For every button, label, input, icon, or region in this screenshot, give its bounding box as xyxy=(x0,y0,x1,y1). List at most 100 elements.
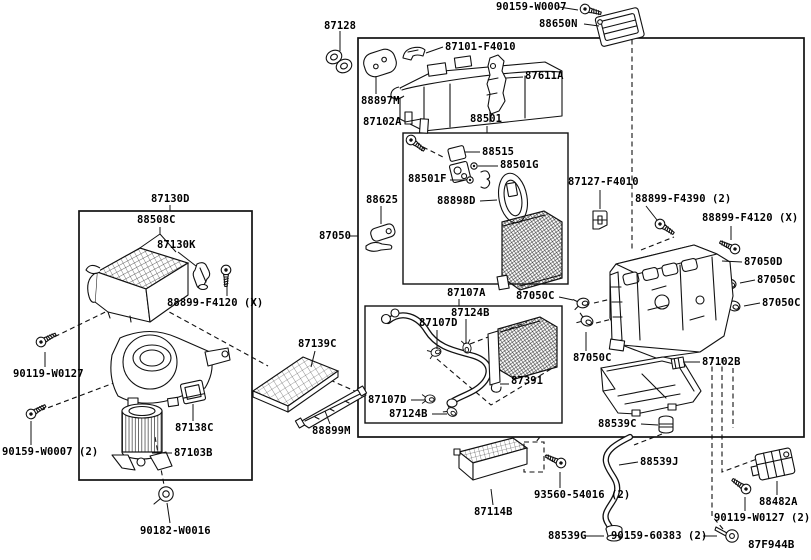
clamp-87050c-3 xyxy=(572,296,591,311)
grommet-88501g xyxy=(470,162,478,170)
assembly-dashed-lines xyxy=(41,14,758,530)
bracket-87127-f4010 xyxy=(592,210,608,230)
clamp-87107d-bottom xyxy=(421,394,436,404)
part-label-88482a: 88482A xyxy=(759,496,798,508)
screw-90159-w0007 xyxy=(578,2,603,19)
part-label-90159-w0007-2: 90159-W0007 (2) xyxy=(2,446,99,458)
clip-87101-f4010 xyxy=(402,46,426,61)
part-label-93560-54016: 93560-54016 (2) xyxy=(534,489,631,501)
grommet-90182-w0016 xyxy=(153,486,174,505)
part-label-87391: 87391 xyxy=(511,375,544,387)
resistor-87138c xyxy=(179,379,207,405)
part-label-87107a: 87107A xyxy=(447,287,486,299)
part-label-90119-w0127: 90119-W0127 xyxy=(13,368,84,380)
part-label-87050c-4: 87050C xyxy=(573,352,612,364)
grommet-87128 xyxy=(325,49,353,74)
part-label-87102a: 87102A xyxy=(363,116,402,128)
pipe-sub-box xyxy=(364,305,563,424)
heater-pipes-87107a xyxy=(380,308,492,408)
part-label-87124b-bottom: 87124B xyxy=(389,408,428,420)
grommet-88501f xyxy=(466,176,474,184)
packing-88898d xyxy=(497,172,529,224)
blower-case xyxy=(110,330,231,408)
clip-87130k xyxy=(192,262,211,291)
part-label-87130k: 87130K xyxy=(157,239,196,251)
part-label-88650n: 88650N xyxy=(539,18,578,30)
part-label-88625: 88625 xyxy=(366,194,399,206)
drain-hose-88539j xyxy=(602,433,634,531)
screw-93560-54016 xyxy=(543,451,568,470)
part-label-88501: 88501 xyxy=(470,113,503,125)
part-label-88899m: 88899M xyxy=(312,425,351,437)
part-label-87611a: 87611A xyxy=(525,70,564,82)
heater-core-87391 xyxy=(487,316,558,393)
part-label-88899-f4120-l: 88899-F4120 (X) xyxy=(167,297,264,309)
part-label-87124b-top: 87124B xyxy=(451,307,490,319)
screw-90119-w0127-right xyxy=(729,475,754,497)
part-label-87107d-bottom: 87107D xyxy=(368,394,407,406)
quick-heater-87114b xyxy=(453,437,529,481)
evaporator-sub-box xyxy=(402,132,569,285)
blower-assembly-box xyxy=(78,210,253,481)
screw-90119-w0127-left xyxy=(33,329,59,350)
part-label-87114b: 87114B xyxy=(474,506,513,518)
screw-88899-f4120-left xyxy=(220,264,232,288)
part-label-88539j: 88539J xyxy=(640,456,679,468)
part-label-87050c-3: 87050C xyxy=(516,290,555,302)
part-label-87050c-1: 87050C xyxy=(757,274,796,286)
amplifier-88650n xyxy=(594,7,645,47)
screw-evaporator xyxy=(403,132,428,155)
intake-case-88508c xyxy=(85,247,190,323)
leader-lines xyxy=(30,6,778,537)
filter-cover-88899m xyxy=(294,385,368,429)
part-label-90159-60383: 90159-60383 (2) xyxy=(611,530,708,542)
damper-lever-88625 xyxy=(365,223,396,252)
part-label-88898d: 88898D xyxy=(437,195,476,207)
screw-88899-f4120-right xyxy=(717,237,742,256)
valve-88515 xyxy=(447,145,472,184)
part-label-88899-f4390: 88899-F4390 (2) xyxy=(635,193,732,205)
clamp-87107d-top xyxy=(426,345,443,360)
part-label-87102b: 87102B xyxy=(702,356,741,368)
part-label-88508c: 88508C xyxy=(137,214,176,226)
part-label-87103b: 87103B xyxy=(174,447,213,459)
part-label-90119-w0127-2: 90119-W0127 (2) xyxy=(714,512,811,524)
part-label-87139c: 87139C xyxy=(298,338,337,350)
screw-90159-w0007-left xyxy=(23,401,49,422)
blower-motor-87103b xyxy=(111,403,173,471)
part-label-88539g: 88539G xyxy=(548,530,587,542)
part-label-88501f: 88501F xyxy=(408,173,447,185)
part-label-87101-f4010: 87101-F4010 xyxy=(445,41,516,53)
part-label-87050d: 87050D xyxy=(744,256,783,268)
grommet-88539g xyxy=(605,524,623,542)
part-label-88897m: 88897M xyxy=(361,95,400,107)
part-label-87128: 87128 xyxy=(324,20,357,32)
clamp-87050c-4 xyxy=(576,312,595,329)
grommet-88539c xyxy=(658,415,674,434)
part-label-88515: 88515 xyxy=(482,146,515,158)
part-label-87107d-top: 87107D xyxy=(419,317,458,329)
part-label-87050: 87050 xyxy=(319,230,352,242)
part-label-87138c: 87138C xyxy=(175,422,214,434)
cabin-filter-87139c xyxy=(251,356,340,413)
seal-88897m xyxy=(363,48,397,78)
clip-evaporator xyxy=(480,170,491,189)
heater-unit-assembly xyxy=(608,244,734,359)
servo-motor-88482a xyxy=(750,447,796,481)
part-label-88899-f4120-r: 88899-F4120 (X) xyxy=(702,212,799,224)
part-label-87050c-2: 87050C xyxy=(762,297,801,309)
part-label-90182-w0016: 90182-W0016 xyxy=(140,525,211,537)
part-label-90159-w0007: 90159-W0007 xyxy=(496,1,567,13)
upper-case-87102a xyxy=(390,55,563,134)
part-label-88501g: 88501G xyxy=(500,159,539,171)
bracket-87611a xyxy=(486,54,507,115)
lower-case-87102b xyxy=(600,356,702,417)
main-assembly-box xyxy=(357,37,805,438)
part-label-88539c: 88539C xyxy=(598,418,637,430)
part-label-87127-f4010: 87127-F4010 xyxy=(568,176,639,188)
part-label-87130d: 87130D xyxy=(151,193,190,205)
evaporator-core xyxy=(496,210,563,291)
figure-code: 87F944B xyxy=(748,538,795,551)
